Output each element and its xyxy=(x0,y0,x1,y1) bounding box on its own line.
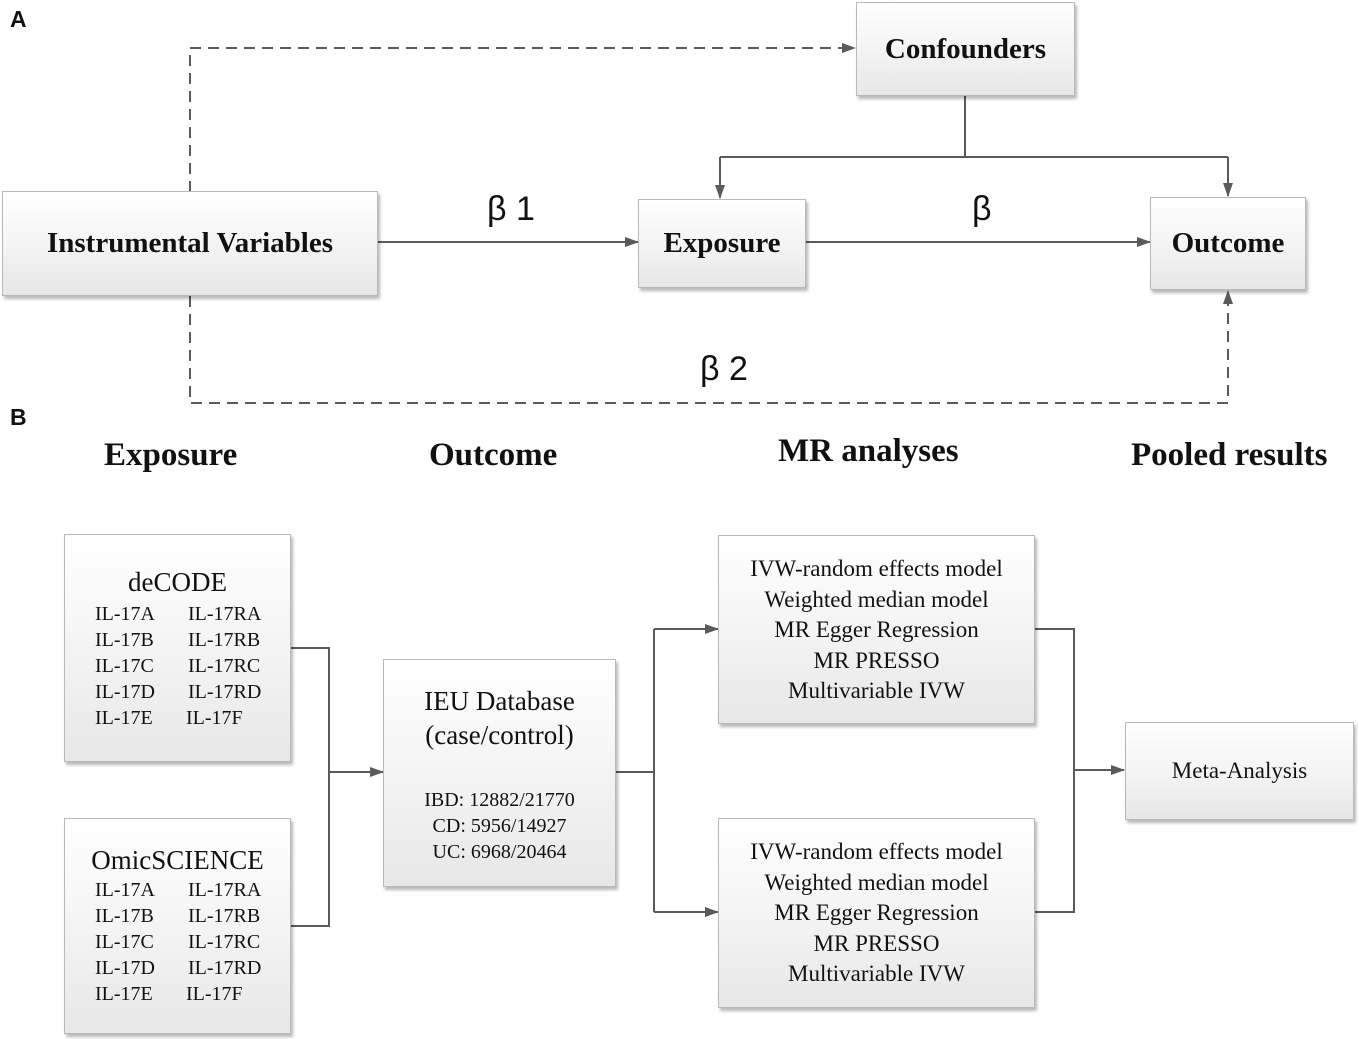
meta-analysis-box: Meta-Analysis xyxy=(1125,722,1354,820)
decode-protein: IL-17D xyxy=(95,681,155,703)
ieu-stat-uc: UC: 6968/20464 xyxy=(432,841,567,863)
exposure-box: Exposure xyxy=(638,199,806,288)
decode-protein: IL-17E xyxy=(95,707,153,729)
meta-analysis-label: Meta-Analysis xyxy=(1171,758,1308,783)
mr-method: MR Egger Regression xyxy=(774,617,979,642)
decode-protein: IL-17C xyxy=(95,655,154,677)
beta-2-label: β 2 xyxy=(700,350,748,388)
ieu-stat-ibd: IBD: 12882/21770 xyxy=(424,789,575,811)
decode-protein: IL-17F xyxy=(186,707,243,729)
omicscience-protein: IL-17B xyxy=(95,905,154,927)
decode-protein: IL-17RA xyxy=(188,603,262,625)
decode-protein: IL-17RD xyxy=(188,681,262,703)
header-outcome: Outcome xyxy=(429,437,558,473)
mr-method: Multivariable IVW xyxy=(788,961,965,986)
omicscience-protein: IL-17RC xyxy=(188,931,261,953)
ieu-title-line1: IEU Database xyxy=(424,686,575,716)
ieu-title: IEU Database (case/control) xyxy=(384,684,615,752)
panel-label-a: A xyxy=(10,6,27,32)
instrumental-variables-box: Instrumental Variables xyxy=(2,191,378,296)
omicscience-protein: IL-17RB xyxy=(188,905,261,927)
mr-method: IVW-random effects model xyxy=(750,556,1003,581)
mr-method: MR PRESSO xyxy=(813,647,940,673)
decode-protein: IL-17RB xyxy=(188,629,261,651)
omicscience-box: OmicSCIENCE IL-17A IL-17B IL-17C IL-17D … xyxy=(64,818,291,1034)
mr-method: IVW-random effects model xyxy=(750,839,1003,864)
mr-methods-top-list: IVW-random effects model Weighted median… xyxy=(719,554,1034,707)
instrumental-variables-label: Instrumental Variables xyxy=(46,227,333,259)
mr-methods-bottom-list: IVW-random effects model Weighted median… xyxy=(719,837,1034,990)
omicscience-protein: IL-17C xyxy=(95,931,154,953)
omicscience-protein: IL-17RD xyxy=(188,957,262,979)
panel-label-b: B xyxy=(10,404,27,430)
confounders-label: Confounders xyxy=(884,32,1047,65)
header-exposure: Exposure xyxy=(104,437,238,473)
mr-method: Weighted median model xyxy=(764,586,989,612)
decode-title: deCODE xyxy=(128,567,227,597)
ieu-database-box: IEU Database (case/control) IBD: 12882/2… xyxy=(383,659,616,887)
mr-method: MR PRESSO xyxy=(813,930,940,956)
outcome-label: Outcome xyxy=(1171,227,1285,259)
header-pooled-results: Pooled results xyxy=(1131,437,1328,473)
mr-method: MR Egger Regression xyxy=(774,900,979,925)
omicscience-protein: IL-17RA xyxy=(188,879,262,901)
connector-mr-join xyxy=(1035,628,1075,913)
beta-1-label: β 1 xyxy=(487,190,535,228)
outcome-box: Outcome xyxy=(1150,197,1306,290)
mr-methods-top-box: IVW-random effects model Weighted median… xyxy=(718,535,1035,724)
ieu-stat-cd: CD: 5956/14927 xyxy=(432,815,567,837)
mr-methods-bottom-box: IVW-random effects model Weighted median… xyxy=(718,818,1035,1008)
decode-protein: IL-17A xyxy=(95,603,155,625)
ieu-stats: IBD: 12882/21770 CD: 5956/14927 UC: 6968… xyxy=(384,787,615,865)
omicscience-protein: IL-17D xyxy=(95,957,155,979)
mr-method: Multivariable IVW xyxy=(788,678,965,703)
decode-protein: IL-17B xyxy=(95,629,154,651)
header-mr-analyses: MR analyses xyxy=(778,433,959,469)
mr-method: Weighted median model xyxy=(764,869,989,895)
decode-protein: IL-17RC xyxy=(188,655,261,677)
omicscience-title: OmicSCIENCE xyxy=(91,845,264,875)
dashed-arrow-iv-to-confounders xyxy=(189,43,856,192)
confounders-box: Confounders xyxy=(856,2,1075,96)
omicscience-protein: IL-17E xyxy=(95,983,153,1005)
beta-label: β xyxy=(972,190,992,228)
omicscience-protein: IL-17F xyxy=(186,983,243,1005)
omicscience-protein: IL-17A xyxy=(95,879,155,901)
decode-box: deCODE IL-17A IL-17B IL-17C IL-17D IL-17… xyxy=(64,534,291,762)
ieu-title-line2: (case/control) xyxy=(425,720,574,750)
connector-decode xyxy=(291,647,330,927)
exposure-label: Exposure xyxy=(663,227,781,259)
